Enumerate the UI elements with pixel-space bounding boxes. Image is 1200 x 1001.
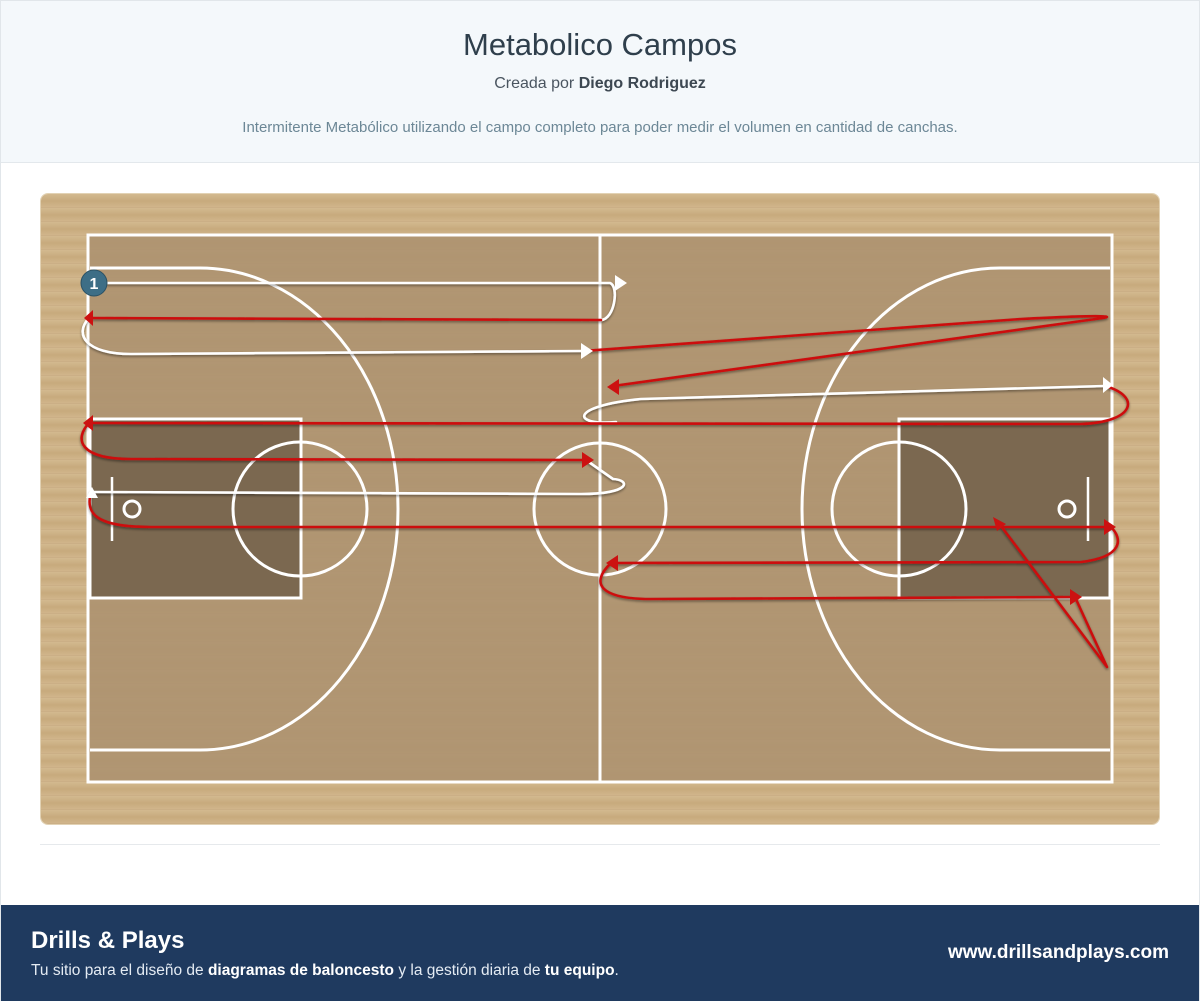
arrowhead [1070, 589, 1082, 605]
run-path-1 [105, 281, 617, 322]
return-path-7 [599, 561, 1077, 601]
return-path-8 [996, 520, 1109, 669]
footer-tagline: Tu sitio para el diseño de diagramas de … [31, 962, 619, 980]
return-path-1 [87, 316, 603, 322]
player-circle [80, 269, 108, 297]
return-path-3 [87, 384, 1130, 426]
tagline-highlight-diagrams: diagramas de baloncesto [207, 962, 394, 979]
tagline-highlight-team: tu equipo [544, 962, 615, 979]
left-paint [90, 419, 301, 598]
left-key-circle [231, 440, 369, 578]
return-path-6 [609, 525, 1120, 565]
return-path-5 [88, 490, 1113, 529]
right-three-point-line [800, 266, 1110, 752]
left-rim [122, 499, 142, 519]
drill-title: Metabolico Campos [463, 27, 737, 62]
author-name: Diego Rodriguez [578, 75, 706, 92]
arrowhead [581, 343, 593, 359]
arrowhead [86, 487, 98, 498]
arrowhead [615, 275, 627, 291]
tagline-prefix: Tu sitio para el diseño de [31, 962, 204, 979]
right-paint [899, 419, 1110, 598]
arrowhead [83, 415, 93, 431]
arrowhead [993, 517, 1006, 531]
center-circle [532, 441, 668, 577]
footer-brand: Drills & Plays [31, 927, 185, 954]
return-path-4 [80, 421, 588, 462]
footer-site-link[interactable]: www.drillsandplays.com [947, 942, 1169, 963]
created-by-label: Creada por [494, 75, 575, 92]
site-footer: Drills & Plays Tu sitio para el diseño d… [1, 905, 1199, 1001]
arrowhead [1104, 519, 1116, 535]
arrowhead [84, 310, 93, 326]
tagline-middle: y la gestión diaria de [398, 962, 541, 979]
tagline-suffix: . [614, 962, 619, 979]
player-marker: 1 [80, 269, 108, 297]
content-divider [40, 844, 1160, 845]
player-number: 1 [90, 276, 99, 293]
drill-header: Metabolico Campos Creada por Diego Rodri… [1, 1, 1199, 163]
arrowhead [1103, 377, 1113, 393]
court-diagram: 1 [41, 194, 1159, 824]
right-rim [1057, 499, 1077, 519]
drill-description: Intermitente Metabólico utilizando el ca… [242, 119, 958, 136]
court-lines [86, 233, 1114, 784]
arrowhead [582, 452, 594, 468]
return-path-2 [581, 314, 1109, 388]
right-key-circle [830, 440, 968, 578]
drill-author-line: Creada por Diego Rodriguez [1, 75, 1199, 93]
run-path-4 [89, 458, 626, 496]
left-three-point-line [90, 266, 400, 752]
arrow-heads [83, 275, 1116, 605]
arrowhead [607, 379, 619, 395]
run-path-2 [81, 316, 585, 356]
arrowhead [606, 555, 618, 571]
